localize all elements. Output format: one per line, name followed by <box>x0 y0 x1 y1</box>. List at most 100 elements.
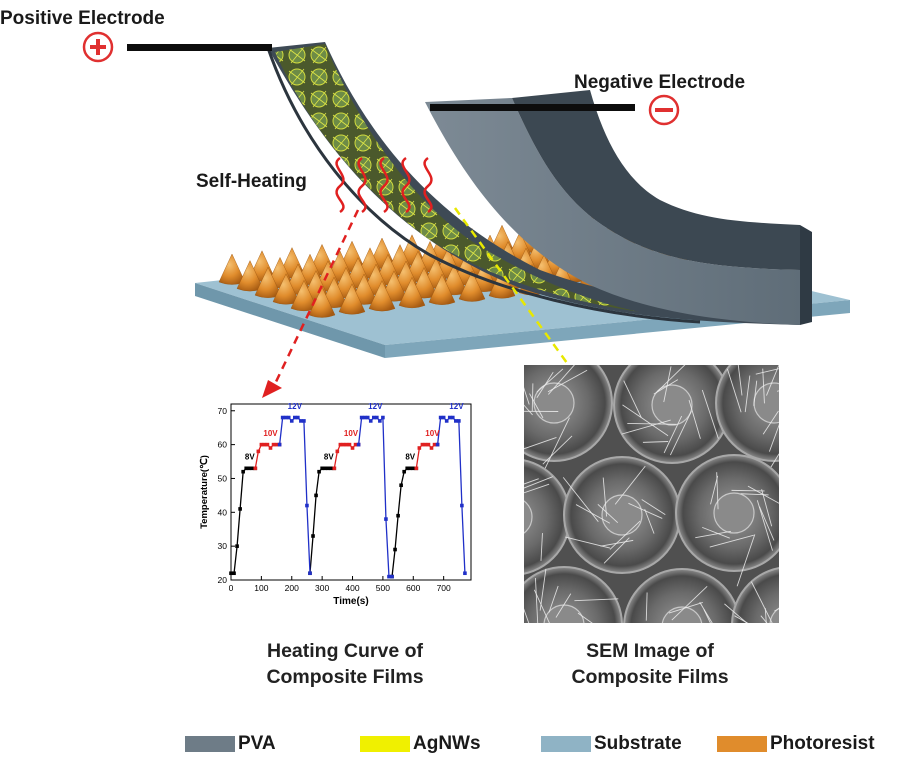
chart-frame <box>230 403 472 581</box>
data-point <box>435 442 440 447</box>
data-point <box>423 442 428 447</box>
sem-well <box>731 567 779 623</box>
voltage-annotation: 8V <box>324 453 334 462</box>
nanowire <box>540 533 543 561</box>
data-point <box>317 469 321 474</box>
nanowire <box>655 365 686 394</box>
data-point <box>256 449 261 454</box>
nanowire <box>688 399 701 439</box>
self-heating-label: Self-Heating <box>196 171 307 192</box>
sem-well-center <box>524 500 533 534</box>
nanowire <box>614 465 646 505</box>
data-point <box>283 415 288 420</box>
voltage-annotation: 10V <box>425 429 440 438</box>
voltage-annotation: 12V <box>449 402 464 411</box>
data-point <box>253 466 258 471</box>
series-line-8v <box>231 467 256 574</box>
nanowire <box>524 478 539 485</box>
data-point <box>338 442 343 447</box>
data-point <box>447 415 452 420</box>
nanowire <box>644 508 655 534</box>
nanowire <box>750 581 773 623</box>
data-point <box>326 466 331 471</box>
nanowire <box>621 419 671 435</box>
legend-item-agnws: AgNWs <box>360 733 481 755</box>
data-point <box>457 419 461 423</box>
voltage-annotation: 12V <box>368 402 383 411</box>
legend-swatch-agnws <box>360 736 410 752</box>
nanowire <box>628 502 663 519</box>
data-point <box>353 442 358 447</box>
data-point <box>414 466 419 471</box>
data-point <box>335 449 340 454</box>
heating-caption-line1: Heating Curve of <box>266 640 424 662</box>
series-line-8v <box>391 467 417 577</box>
nanowire <box>645 592 648 621</box>
nanowire <box>701 389 719 439</box>
series-line-10v <box>254 443 280 469</box>
data-point <box>320 466 324 471</box>
nanowire <box>663 366 672 403</box>
data-point <box>229 571 233 576</box>
nanowire <box>524 437 557 450</box>
nanowire <box>524 476 553 489</box>
data-point <box>438 415 443 420</box>
data-point <box>235 544 239 548</box>
nanowire <box>524 483 550 494</box>
sem-well-center <box>769 607 779 623</box>
nanowire <box>565 536 611 549</box>
data-point <box>344 442 349 447</box>
photoresist-cone <box>398 276 426 309</box>
data-point <box>274 442 279 447</box>
data-point <box>460 503 464 508</box>
voltage-annotation: 8V <box>405 453 415 462</box>
voltage-annotation: 10V <box>344 429 359 438</box>
data-point <box>463 571 467 576</box>
y-tick-label: 50 <box>218 473 228 483</box>
photoresist-cone <box>308 286 336 318</box>
series-line-12v <box>357 415 393 578</box>
data-point <box>241 469 245 474</box>
data-point <box>308 571 312 576</box>
photoresist-cone <box>488 267 516 299</box>
nanowire <box>536 371 554 399</box>
data-point <box>359 415 364 420</box>
data-point <box>454 419 458 423</box>
series-line-10v <box>333 443 359 469</box>
nanowire <box>755 368 779 375</box>
nanowire <box>709 534 754 548</box>
sem-well-center <box>651 384 693 426</box>
nanowire <box>534 577 539 623</box>
data-point <box>429 446 434 450</box>
data-point <box>396 513 400 518</box>
photoresist-cone <box>368 280 396 312</box>
nanowire <box>623 380 642 418</box>
data-point <box>299 419 303 423</box>
data-point <box>259 442 264 447</box>
nanowire <box>760 615 768 623</box>
nanowire <box>524 387 530 405</box>
x-axis-label: Time(s) <box>333 596 368 607</box>
x-tick-label: 200 <box>285 583 299 593</box>
data-point <box>265 442 270 447</box>
nanowire <box>539 568 547 611</box>
x-tick-label: 600 <box>406 583 420 593</box>
nanowire <box>536 368 564 393</box>
sem-caption-line2: Composite Films <box>571 666 729 688</box>
y-tick-label: 70 <box>218 406 228 416</box>
data-point <box>444 419 449 423</box>
nanowire <box>622 404 669 437</box>
nanowire <box>600 539 634 547</box>
photoresist-cone <box>338 283 366 315</box>
nanowire <box>548 585 559 613</box>
nanowire <box>542 435 573 465</box>
data-point <box>450 415 455 420</box>
positive-electrode-label: Positive Electrode <box>0 8 165 29</box>
data-point <box>286 415 291 420</box>
data-point <box>314 493 318 498</box>
data-point <box>371 415 376 420</box>
nanowire <box>695 530 732 539</box>
data-point <box>375 415 379 420</box>
voltage-annotation: 10V <box>263 429 278 438</box>
nanowire <box>766 453 779 474</box>
